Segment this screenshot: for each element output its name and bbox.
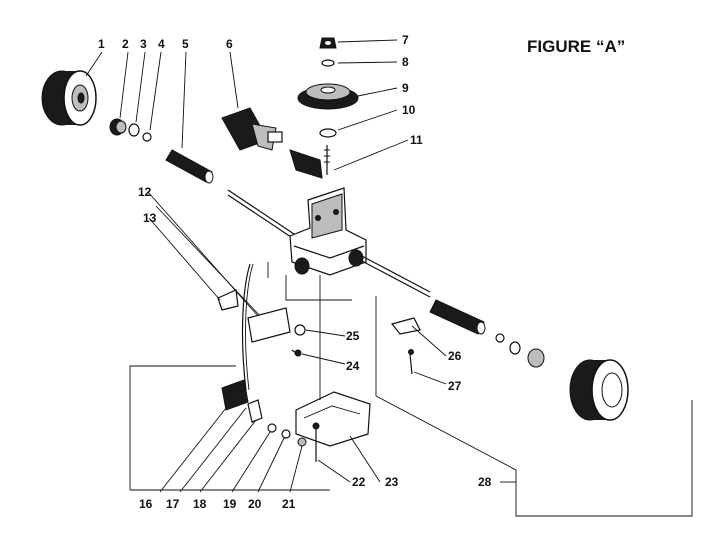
cable xyxy=(155,205,263,319)
washer-top xyxy=(321,59,335,67)
part-label-8: 8 xyxy=(402,55,409,69)
part-label-26: 26 xyxy=(448,349,462,363)
part-label-25: 25 xyxy=(346,329,360,343)
part-label-5: 5 xyxy=(182,37,189,51)
bushing xyxy=(109,118,127,136)
part-label-24: 24 xyxy=(346,359,360,373)
plate xyxy=(247,399,263,423)
part-label-17: 17 xyxy=(166,497,180,511)
part-label-27: 27 xyxy=(448,379,462,393)
washer-mid xyxy=(294,324,306,336)
part-label-21: 21 xyxy=(282,497,296,511)
bracket xyxy=(221,379,249,411)
clip-right xyxy=(390,317,421,335)
washer-small xyxy=(267,423,277,433)
wheel-icon xyxy=(569,359,629,421)
part-label-19: 19 xyxy=(223,497,237,511)
ball xyxy=(142,132,152,142)
washer xyxy=(128,123,140,137)
part-label-7: 7 xyxy=(402,33,409,47)
wheel-icon xyxy=(41,70,97,126)
axle-tube xyxy=(165,149,214,184)
part-label-22: 22 xyxy=(352,475,366,489)
part-label-3: 3 xyxy=(140,37,147,51)
part-label-9: 9 xyxy=(402,81,409,95)
nut xyxy=(319,37,337,49)
screw-right xyxy=(409,353,413,375)
part-label-11: 11 xyxy=(410,133,423,147)
nut-small xyxy=(297,437,307,447)
part-label-10: 10 xyxy=(402,103,416,117)
part-label-1: 1 xyxy=(98,37,105,51)
part-label-12: 12 xyxy=(138,185,152,199)
part-label-18: 18 xyxy=(193,497,207,511)
part-label-4: 4 xyxy=(158,37,165,51)
part-label-16: 16 xyxy=(139,497,153,511)
part-label-6: 6 xyxy=(226,37,233,51)
part-label-13: 13 xyxy=(143,211,157,225)
bevel-gear xyxy=(297,83,359,110)
part-label-20: 20 xyxy=(248,497,262,511)
washer-lower xyxy=(319,128,337,138)
housing-cover xyxy=(295,391,371,447)
part-label-23: 23 xyxy=(385,475,399,489)
gear-icon xyxy=(221,107,283,151)
clip xyxy=(217,289,239,311)
figure-title: FIGURE “A” xyxy=(527,37,625,56)
part-label-2: 2 xyxy=(122,37,129,51)
lock-washer xyxy=(281,429,291,439)
part-label-28: 28 xyxy=(478,475,492,489)
gearbox-icon xyxy=(289,187,367,276)
